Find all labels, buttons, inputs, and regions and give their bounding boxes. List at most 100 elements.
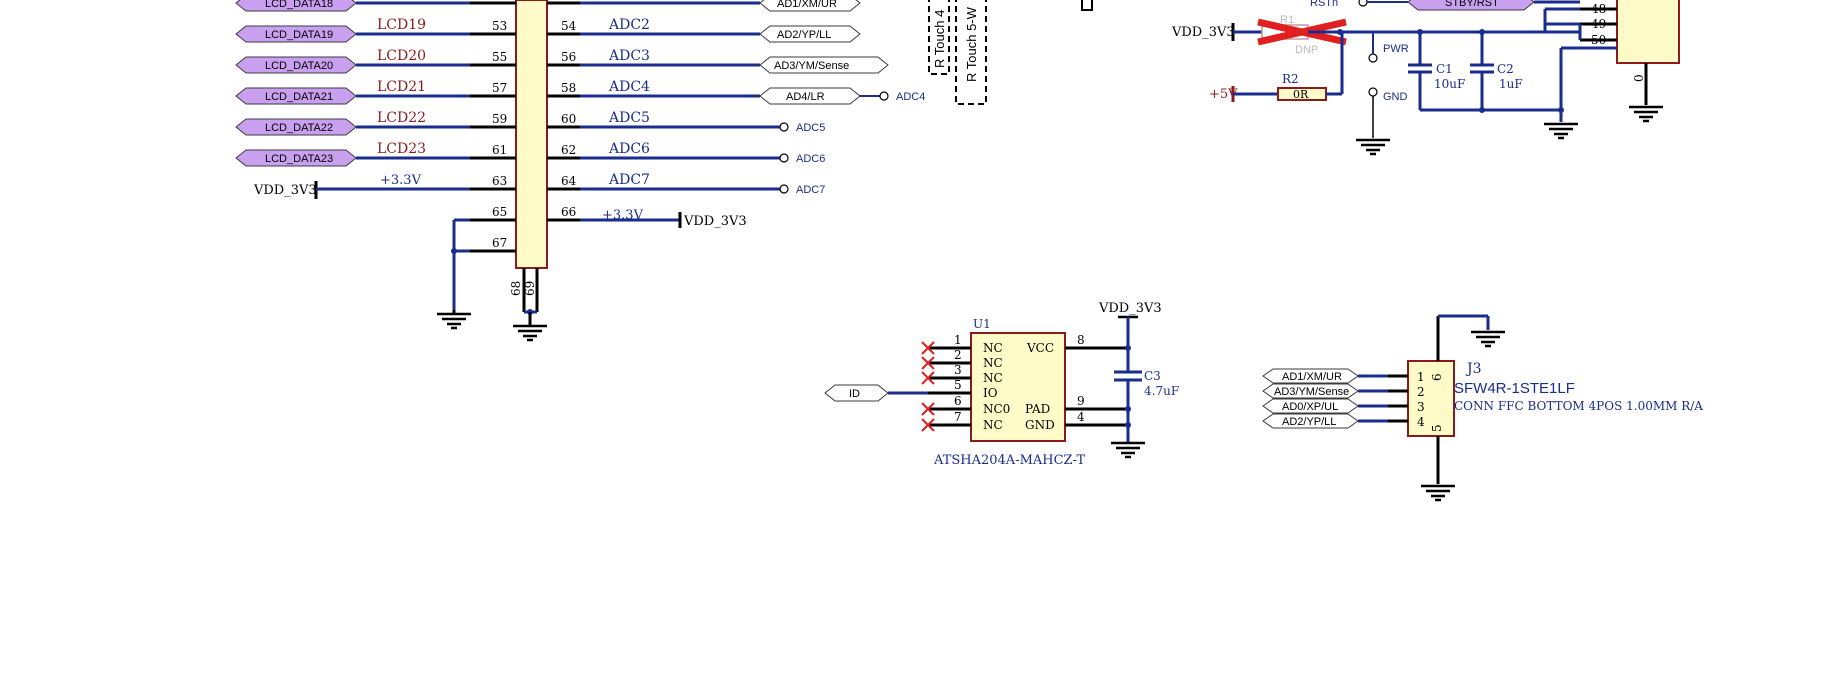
gnd-pad[interactable] — [1368, 87, 1378, 97]
dnp-cross-icon — [1257, 18, 1347, 46]
flag-ad3-ym-sense[interactable] — [759, 56, 889, 74]
no-connect-icon — [921, 341, 935, 432]
net-adc6: ADC6 — [608, 141, 650, 157]
flag-lcd-data19-label: LCD_DATA19 — [265, 29, 333, 41]
u1-left-pins: 1 2 3 5 6 7 NC NC NC IO NC0 NC ID — [824, 333, 1010, 432]
u1-pin-2-name: NC — [983, 356, 1003, 370]
rstn-label: RSTn — [1310, 0, 1338, 9]
flag-lcd-data20-label: LCD_DATA20 — [265, 60, 333, 72]
header-connector: LCD_DATA18 LCD_DATA19 LCD19 53 LCD_DATA2… — [235, 0, 925, 342]
j3-desc: CONN FFC BOTTOM 4POS 1.00MM R/A — [1454, 399, 1703, 413]
lcd-data19-row: LCD_DATA19 LCD19 53 — [235, 17, 516, 43]
ground-icon — [1629, 105, 1663, 123]
lcd-data22-row: LCD_DATA22 LCD22 59 — [235, 110, 516, 136]
net-lcd23: LCD23 — [377, 141, 426, 157]
flag-ad1-xm-ur[interactable] — [759, 0, 861, 12]
lcd-data18-row: LCD_DATA18 — [235, 0, 516, 12]
ground-icon — [1471, 330, 1505, 348]
pin-49: 49 — [1591, 17, 1606, 31]
net-adc5: ADC5 — [608, 110, 650, 126]
u1-pin-5-name: IO — [983, 386, 998, 400]
u1-pin-4: 4 — [1077, 410, 1085, 424]
pwr-pad[interactable] — [1368, 53, 1378, 63]
u1-pin-2: 2 — [954, 348, 962, 362]
pin-63: 63 — [492, 174, 507, 188]
net-plus3v3-right: +3.3V — [602, 208, 644, 223]
ground-icon — [1111, 441, 1145, 459]
j3-section: J3 SFW4R-1STE1LF CONN FFC BOTTOM 4POS 1.… — [1262, 314, 1703, 502]
u1-pin-1-name: NC — [983, 341, 1003, 355]
u1-vcc-name: VCC — [1026, 341, 1054, 355]
port-adc5[interactable] — [779, 122, 789, 132]
adc6-row: 62 ADC6 ADC6 — [547, 141, 825, 165]
pin-59: 59 — [492, 112, 507, 126]
power-section: RSTn STBY/RST 48 49 50 0 VDD_3V3 R1 DNP — [1171, 0, 1680, 156]
pin-65: 65 — [492, 205, 507, 219]
pin-56: 56 — [561, 50, 576, 64]
j3-body — [1407, 360, 1455, 437]
flag-lcd-data22-label: LCD_DATA22 — [265, 122, 333, 134]
flag-ad3-label: AD3/YM/Sense — [774, 60, 849, 72]
ad1-row: AD1/XM/UR — [547, 0, 861, 12]
u1-gnd-name: GND — [1025, 418, 1055, 432]
r-touch-5-label: R Touch 5-W — [964, 6, 979, 82]
vdd-left-row: VDD_3V3 +3.3V 63 — [253, 173, 516, 199]
flag-ad1-label: AD1/XM/UR — [777, 0, 837, 10]
vdd-left-label: VDD_3V3 — [253, 183, 317, 198]
touch-labels: R Touch 4 R Touch 5-W — [928, 0, 1093, 105]
u1-pin-5: 5 — [954, 378, 962, 392]
connector-body — [515, 0, 548, 269]
flag-ad2-yp-ll[interactable] — [759, 25, 861, 43]
u1-part: ATSHA204A-MAHCZ-T — [933, 453, 1086, 468]
u1-pin-7-name: NC — [983, 418, 1003, 432]
u1-vdd-label: VDD_3V3 — [1098, 301, 1162, 316]
ground-icon — [437, 310, 471, 330]
port-adc4[interactable] — [879, 91, 889, 101]
u1-pin-7: 7 — [954, 410, 962, 424]
r-touch-4-label: R Touch 4 — [932, 10, 947, 68]
net-lcd20: LCD20 — [377, 48, 426, 64]
c2-ref: C2 — [1497, 62, 1514, 76]
port-adc7-label: ADC7 — [796, 184, 825, 196]
j3-part: SFW4R-1STE1LF — [1454, 380, 1575, 397]
net-adc7: ADC7 — [608, 172, 650, 188]
pin-61: 61 — [492, 143, 507, 157]
port-adc6-label: ADC6 — [796, 153, 825, 165]
c1-value: 10uF — [1434, 77, 1465, 91]
flag-j3-ad3-label: AD3/YM/Sense — [1274, 386, 1349, 398]
flag-ad2-label: AD2/YP/LL — [777, 29, 831, 41]
ground-icon — [1544, 122, 1578, 140]
j3-pin-4: 4 — [1417, 415, 1425, 429]
r1-dnp: DNP — [1295, 44, 1318, 56]
adc2-row: 54 ADC2 AD2/YP/LL — [547, 17, 861, 43]
ground-icon — [1356, 138, 1390, 156]
flag-j3-ad0-label: AD0/XP/UL — [1282, 401, 1338, 413]
u1-right-pins: VCC PAD GND 8 9 4 — [1025, 333, 1128, 432]
pin-0: 0 — [1632, 74, 1646, 82]
pin-57: 57 — [492, 81, 507, 95]
j3-pin-2: 2 — [1417, 385, 1425, 399]
j3-pin-5: 5 — [1430, 424, 1444, 432]
pin-64: 64 — [561, 174, 577, 188]
bottom-pins: 68 69 — [509, 268, 547, 342]
adc5-row: 60 ADC5 ADC5 — [547, 110, 825, 134]
pin-55: 55 — [492, 50, 507, 64]
pin-66: 66 — [561, 205, 576, 219]
rstn-port[interactable] — [1358, 0, 1368, 7]
pin-60: 60 — [561, 112, 576, 126]
u1-pin-3-name: NC — [983, 371, 1003, 385]
port-adc6[interactable] — [779, 153, 789, 163]
u1-pin-9: 9 — [1077, 394, 1085, 408]
gnd-tie-left: 65 67 — [437, 205, 516, 330]
plus5v-label: +5V — [1209, 87, 1238, 102]
lcd-data20-row: LCD_DATA20 LCD20 55 — [235, 48, 516, 74]
adc7-row: 64 ADC7 ADC7 — [547, 172, 825, 196]
r2-value: 0R — [1293, 88, 1309, 101]
net-plus3v3-left: +3.3V — [380, 173, 422, 188]
port-adc7[interactable] — [779, 184, 789, 194]
u1-pin-8: 8 — [1077, 333, 1085, 347]
r-touch-5-box — [955, 0, 987, 105]
pin-69: 69 — [523, 281, 537, 296]
pin-67: 67 — [492, 236, 507, 250]
j3-pin-3: 3 — [1417, 400, 1425, 414]
